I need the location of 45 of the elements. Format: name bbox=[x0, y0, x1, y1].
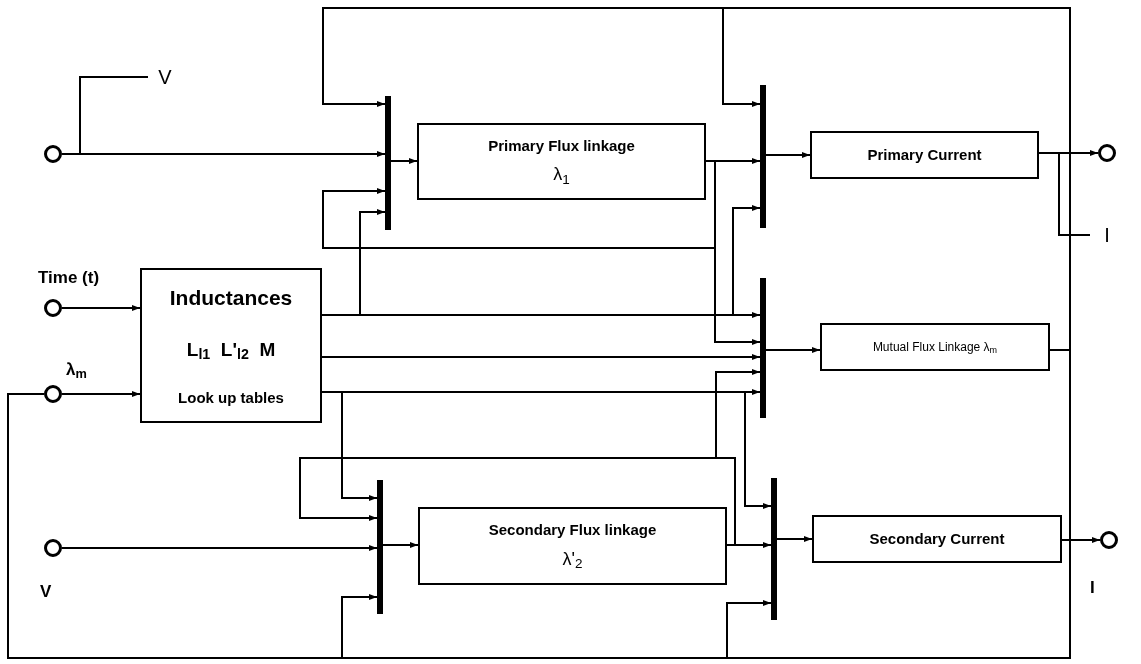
signal-arrow bbox=[61, 305, 141, 311]
bus-bar bbox=[760, 85, 766, 228]
block bbox=[820, 323, 1050, 371]
block-label: Look up tables bbox=[178, 387, 284, 408]
signal-arrow bbox=[765, 347, 821, 353]
signal-arrow bbox=[61, 391, 141, 397]
signal-arrow bbox=[776, 536, 813, 542]
signal-arrow bbox=[321, 354, 761, 360]
bus-bar bbox=[377, 480, 383, 614]
bus-bar bbox=[385, 96, 391, 230]
signal-label: Time (t) bbox=[38, 267, 100, 289]
signal-arrow bbox=[1061, 537, 1101, 543]
block bbox=[812, 515, 1062, 563]
block-label: Primary Flux linkage bbox=[488, 135, 635, 156]
bus-bar bbox=[771, 478, 777, 620]
block-label: Secondary Flux linkage bbox=[488, 520, 657, 541]
signal-label: I bbox=[1090, 577, 1095, 599]
signal-label: V bbox=[40, 581, 52, 603]
block bbox=[418, 507, 727, 585]
block-label: V bbox=[158, 65, 172, 90]
block-label: λ$_{1}$ bbox=[553, 163, 570, 189]
block bbox=[810, 131, 1039, 179]
signal-arrow bbox=[705, 160, 761, 345]
block bbox=[417, 123, 706, 200]
signal-arrow bbox=[722, 7, 1071, 351]
block bbox=[140, 268, 322, 423]
signal-arrow bbox=[390, 158, 418, 164]
block-label: I bbox=[1104, 223, 1110, 248]
block-label: λ'$_{2}$ bbox=[562, 547, 583, 573]
block-label: Inductances bbox=[169, 285, 293, 311]
block-label: L$_{l1}$ L'$_{l2}$ M bbox=[186, 337, 276, 365]
signal-arrow bbox=[321, 312, 761, 318]
signal-arrow bbox=[321, 391, 772, 509]
signal-arrow bbox=[726, 349, 1071, 659]
signal-arrow bbox=[61, 545, 378, 551]
signal-arrow bbox=[765, 152, 811, 158]
bus-bar bbox=[760, 278, 766, 418]
block-label: Secondary Current bbox=[869, 528, 1005, 549]
signal-arrow bbox=[299, 457, 736, 546]
block-label: Mutual Flux Linkage λ$_{m}$ bbox=[872, 339, 998, 355]
signal-arrow bbox=[382, 542, 419, 548]
signal-label: λ$_{m}$ bbox=[66, 359, 87, 383]
wire bbox=[61, 76, 149, 155]
wire bbox=[1038, 152, 1091, 236]
block-label: Primary Current bbox=[867, 144, 982, 165]
